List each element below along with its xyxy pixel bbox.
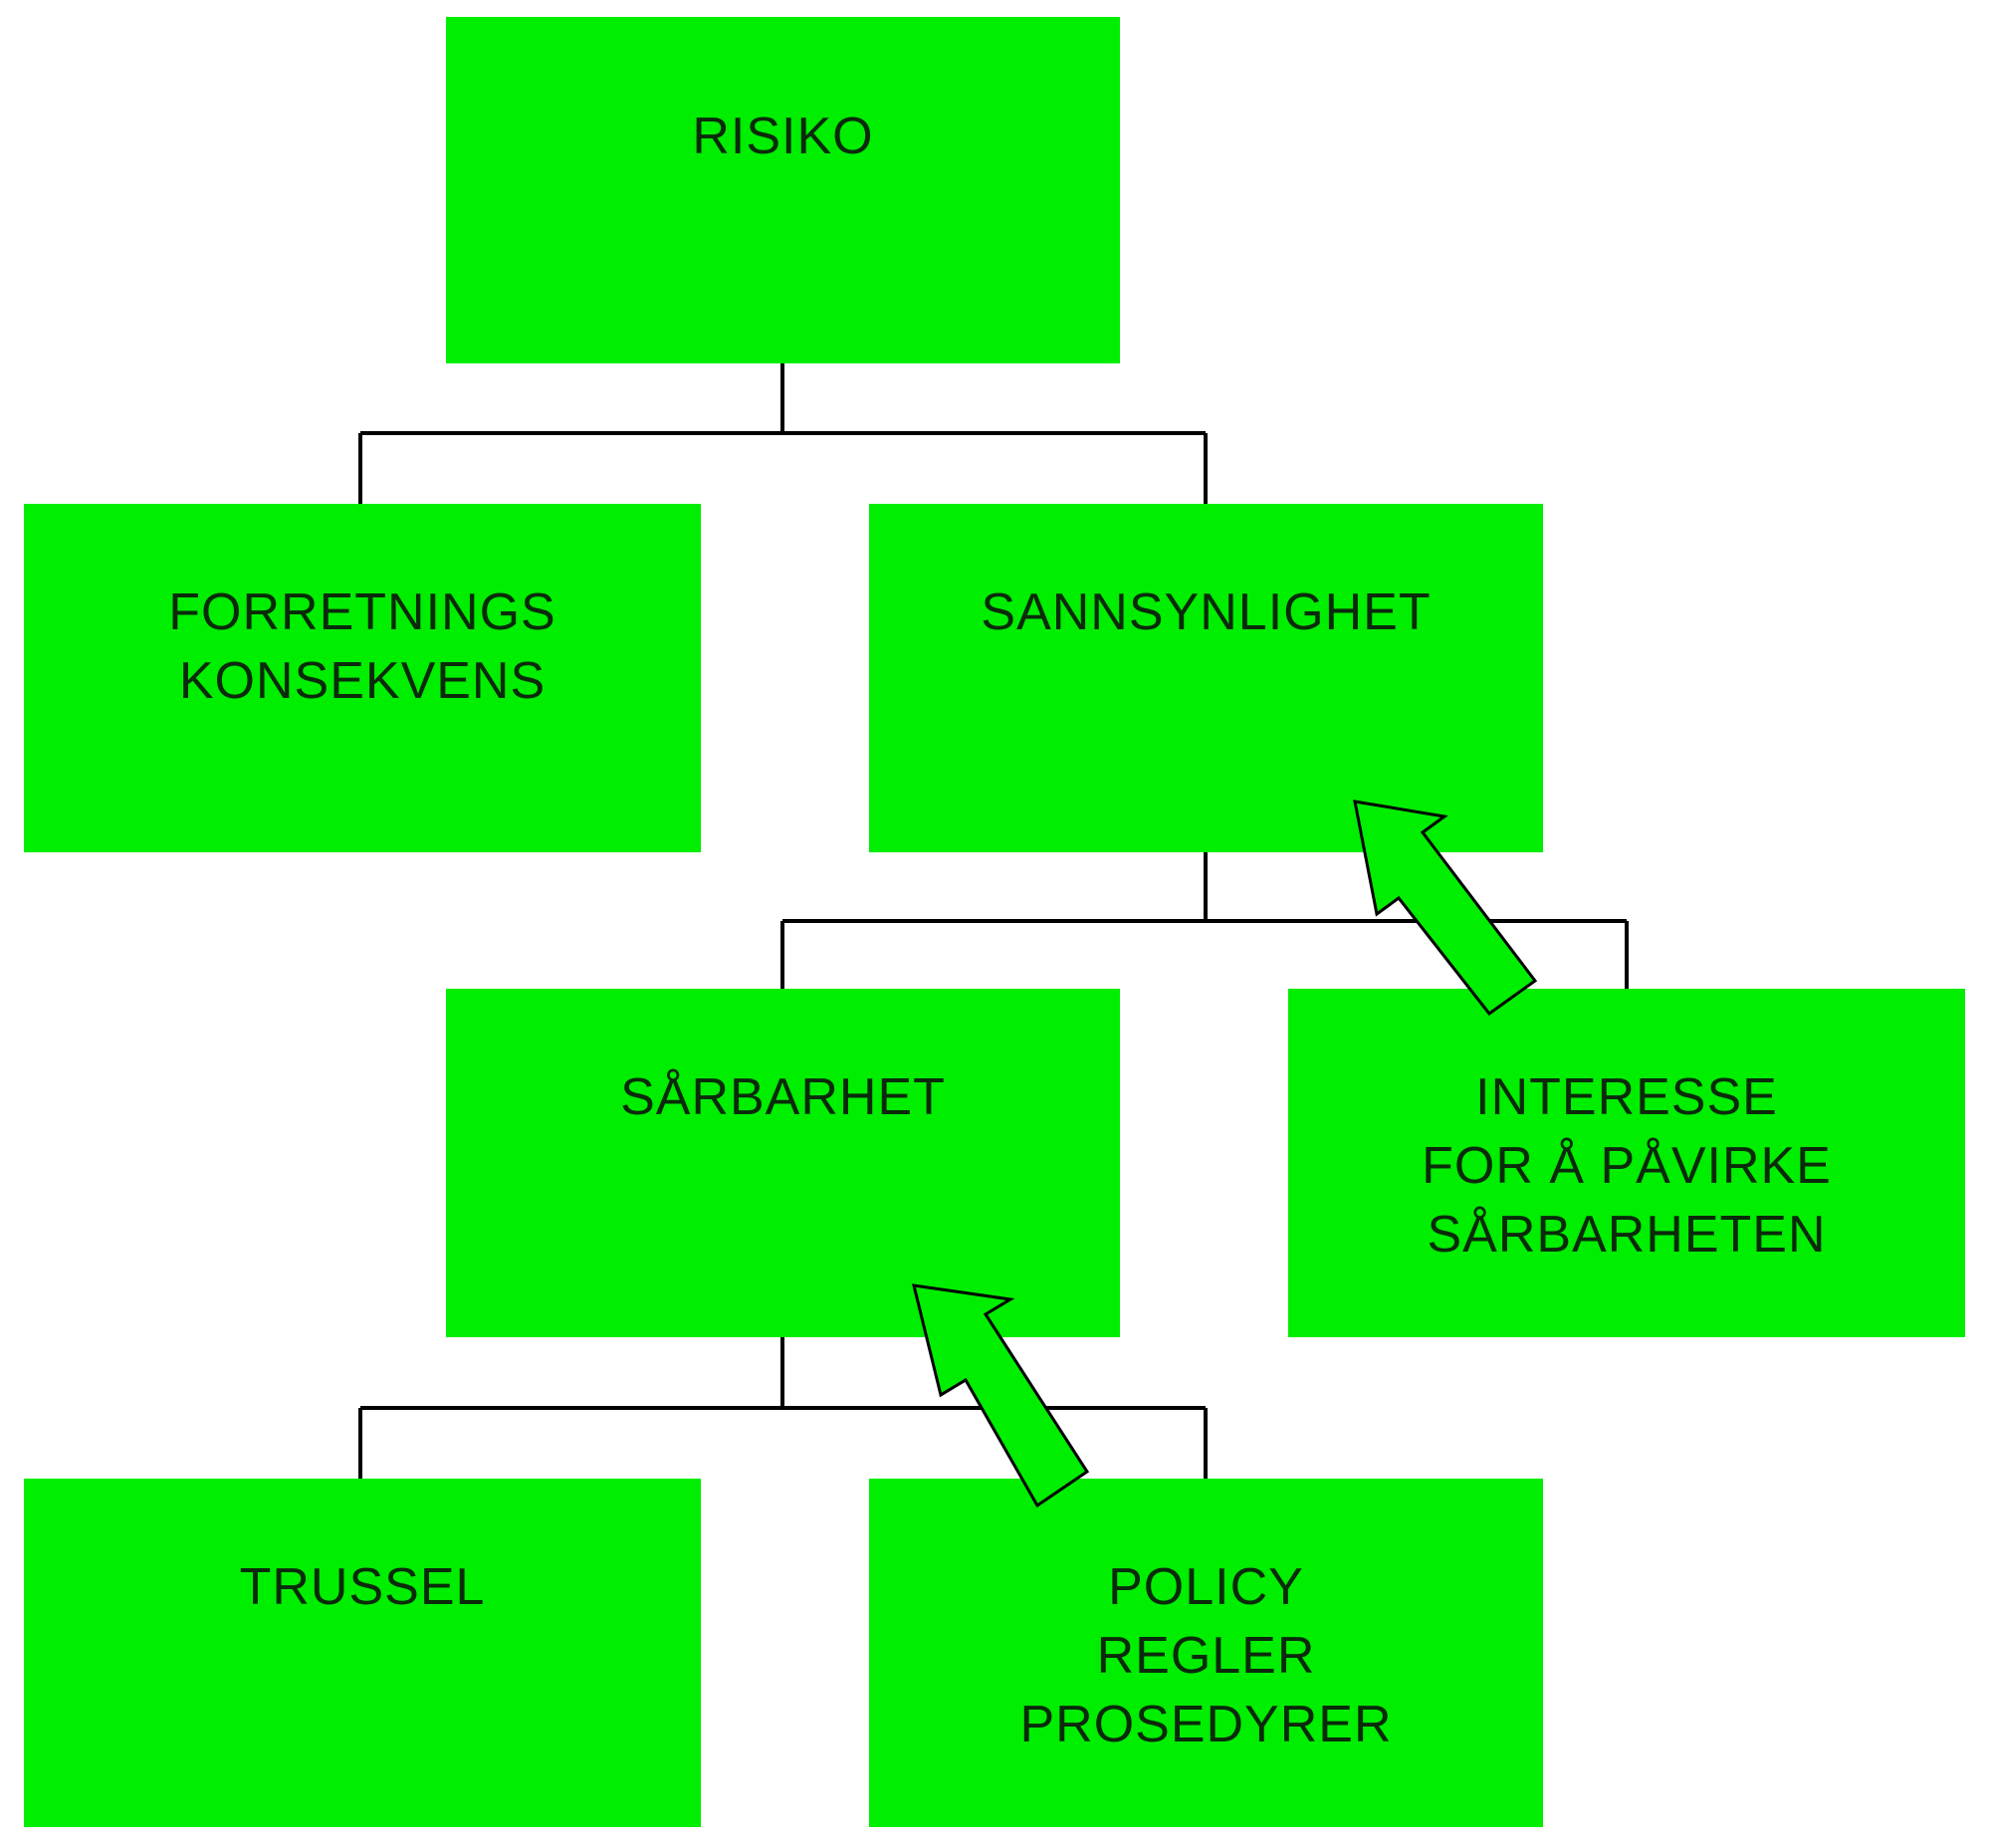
node-label: SÅRBARHETEN: [1427, 1206, 1827, 1264]
node-label: SANNSYNLIGHET: [981, 583, 1432, 641]
node-policy-regler-prosedyrer: POLICY REGLER PROSEDYRER: [869, 1479, 1543, 1827]
node-label: KONSEKVENS: [178, 652, 547, 710]
node-forretnings-konsekvens: FORRETNINGS KONSEKVENS: [24, 504, 701, 852]
node-label: FOR Å PÅVIRKE: [1422, 1137, 1832, 1195]
node-sarbarhet: SÅRBARHET: [446, 989, 1120, 1337]
node-risiko: RISIKO: [446, 17, 1120, 363]
node-trussel: TRUSSEL: [24, 1479, 701, 1827]
node-label: POLICY: [1108, 1558, 1304, 1616]
node-interesse: INTERESSE FOR Å PÅVIRKE SÅRBARHETEN: [1288, 989, 1965, 1337]
node-label: SÅRBARHET: [620, 1068, 946, 1126]
node-sannsynlighet: SANNSYNLIGHET: [869, 504, 1543, 852]
node-label: RISIKO: [692, 108, 874, 165]
node-label: TRUSSEL: [239, 1558, 486, 1616]
node-label: INTERESSE: [1475, 1068, 1778, 1126]
node-label: FORRETNINGS: [168, 583, 556, 641]
node-label: REGLER: [1096, 1627, 1316, 1685]
node-label: PROSEDYRER: [1019, 1696, 1393, 1753]
